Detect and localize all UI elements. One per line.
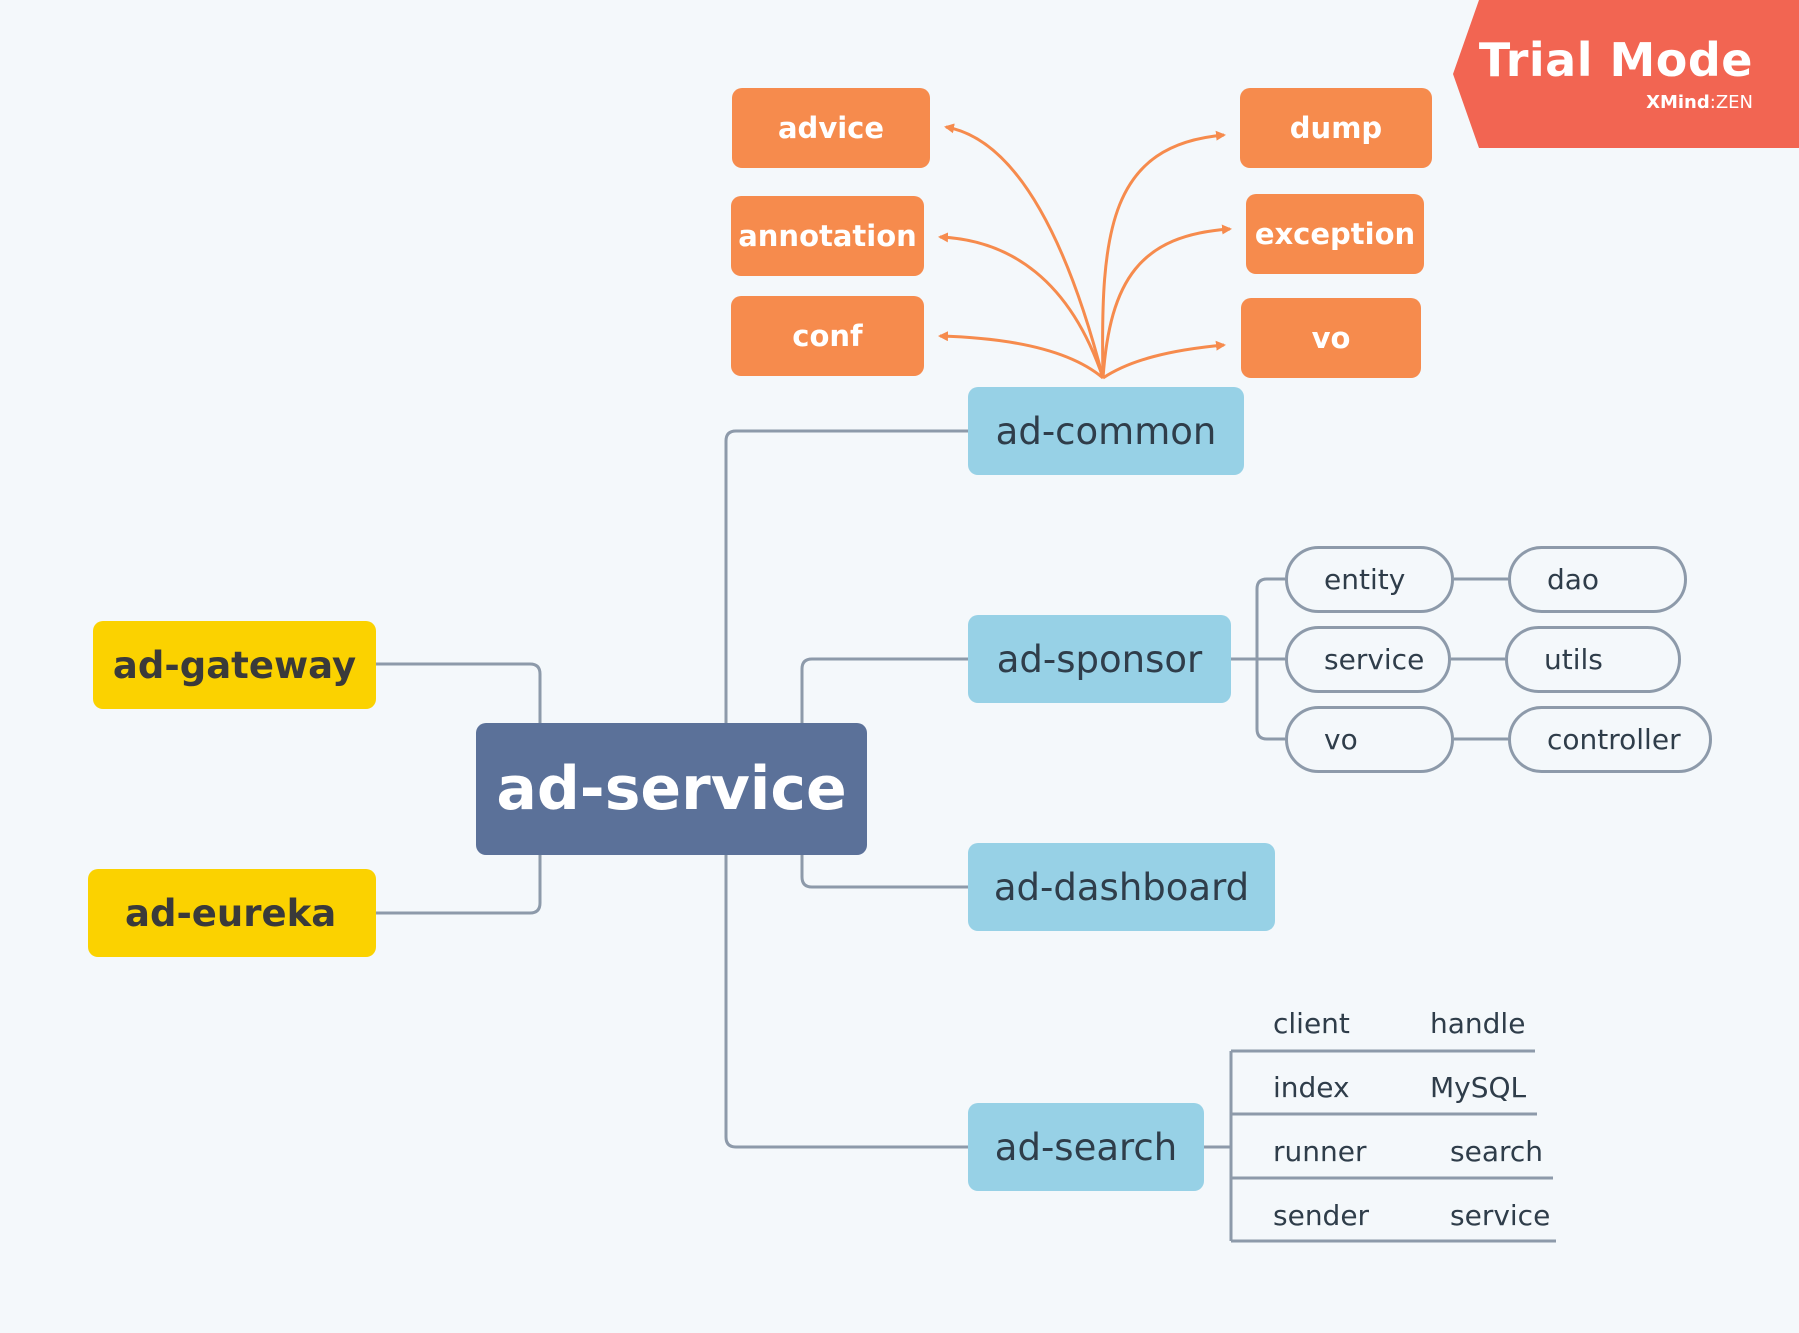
connector-common [724, 429, 968, 723]
package-dump[interactable]: dump [1240, 88, 1432, 168]
trial-mode-title: Trial Mode [1478, 33, 1753, 87]
package-annotation[interactable]: annotation [731, 196, 924, 276]
package-controller[interactable]: controller [1508, 706, 1712, 773]
arrow-to-advice [944, 123, 1105, 379]
trial-mode-badge: Trial Mode XMind:ZEN [1453, 0, 1799, 148]
topic-ad-common[interactable]: ad-common [968, 387, 1244, 475]
brand-separator: : [1709, 92, 1716, 113]
central-topic[interactable]: ad-service [476, 723, 867, 855]
connector-sponsor [800, 657, 968, 723]
package-utils[interactable]: utils [1505, 626, 1681, 693]
package-entity[interactable]: entity [1285, 546, 1454, 613]
connector-eureka [376, 855, 542, 915]
topic-ad-gateway[interactable]: ad-gateway [93, 621, 376, 709]
package-dao[interactable]: dao [1508, 546, 1687, 613]
package-handle[interactable]: handle [1430, 1007, 1526, 1040]
arrow-to-annotation [938, 232, 1105, 379]
connector-search [724, 855, 968, 1149]
package-conf[interactable]: conf [731, 296, 924, 376]
arrow-to-vo [1102, 340, 1226, 380]
package-search-service[interactable]: service [1450, 1199, 1551, 1232]
package-vo[interactable]: vo [1241, 298, 1421, 378]
package-exception[interactable]: exception [1246, 194, 1424, 274]
package-runner[interactable]: runner [1273, 1135, 1367, 1168]
brand-name: XMind [1646, 92, 1710, 113]
package-sponsor-vo[interactable]: vo [1285, 706, 1454, 773]
xmind-zen-brand: XMind:ZEN [1646, 92, 1753, 113]
topic-ad-eureka[interactable]: ad-eureka [88, 869, 376, 957]
package-search[interactable]: search [1450, 1135, 1544, 1168]
arrow-to-dump [1101, 130, 1226, 379]
package-index[interactable]: index [1273, 1071, 1350, 1104]
arrow-to-conf [938, 331, 1104, 380]
connector-search-bracket [1231, 1049, 1241, 1243]
brand-edition: ZEN [1715, 92, 1753, 113]
package-sender[interactable]: sender [1273, 1199, 1370, 1232]
topic-ad-dashboard[interactable]: ad-dashboard [968, 843, 1275, 931]
package-advice[interactable]: advice [732, 88, 930, 168]
package-mysql[interactable]: MySQL [1430, 1071, 1527, 1104]
arrow-to-exception [1101, 224, 1232, 379]
package-client[interactable]: client [1273, 1007, 1350, 1040]
topic-ad-sponsor[interactable]: ad-sponsor [968, 615, 1231, 703]
topic-ad-search[interactable]: ad-search [968, 1103, 1204, 1191]
package-service[interactable]: service [1285, 626, 1451, 693]
connector-gateway [376, 662, 542, 723]
connector-dashboard [800, 855, 968, 889]
